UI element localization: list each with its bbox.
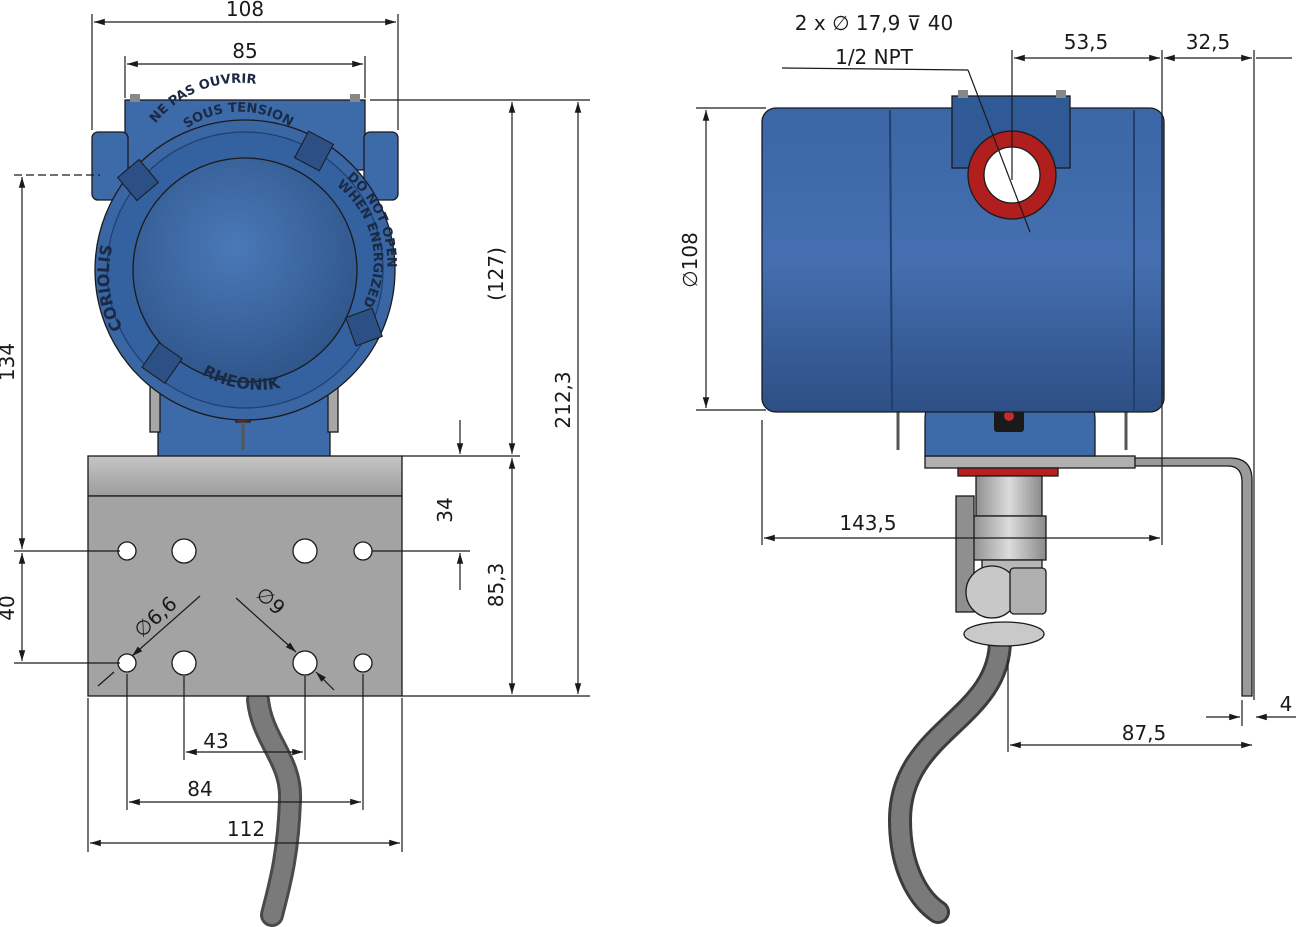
dim-npt: 1/2 NPT xyxy=(835,45,914,69)
hole xyxy=(117,653,137,673)
dim-thread-spec: 2 x ∅ 17,9 ⊽ 40 xyxy=(795,11,953,35)
mounting-bracket-plate xyxy=(87,495,403,697)
cover-window xyxy=(132,157,358,383)
dim-143-5: 143,5 xyxy=(839,511,896,535)
side-view xyxy=(761,90,1253,924)
front-dimensions: 108 85 (127) 212,3 85,3 134 40 34 ∅6,6 ∅… xyxy=(0,0,590,852)
cable-gland xyxy=(963,621,1045,647)
mounting-bracket-top xyxy=(87,455,403,497)
hole xyxy=(353,653,373,673)
dim-87-5: 87,5 xyxy=(1122,721,1167,745)
hole xyxy=(171,538,197,564)
dim-85-3: 85,3 xyxy=(484,563,508,608)
dim-212: 212,3 xyxy=(551,371,575,428)
bracket-holes xyxy=(117,538,373,676)
dim-108-front: 108 xyxy=(226,0,264,21)
hole xyxy=(117,541,137,561)
dim-84: 84 xyxy=(187,777,212,801)
hole xyxy=(171,650,197,676)
dim-40: 40 xyxy=(0,595,19,620)
dim-d108: ∅108 xyxy=(678,232,702,288)
dim-85: 85 xyxy=(232,39,257,63)
dim-43: 43 xyxy=(203,729,228,753)
hole xyxy=(292,650,318,676)
side-dimensions: 2 x ∅ 17,9 ⊽ 40 1/2 NPT 53,5 32,5 ∅108 1… xyxy=(678,11,1296,752)
dim-32-5: 32,5 xyxy=(1186,30,1231,54)
dim-127: (127) xyxy=(484,247,508,301)
front-view: NE PAS OUVRIR SOUS TENSION DO NOT OPEN W… xyxy=(87,72,403,927)
dim-53-5: 53,5 xyxy=(1064,30,1109,54)
hole xyxy=(353,541,373,561)
dim-34: 34 xyxy=(433,497,457,522)
dim-4: 4 xyxy=(1280,692,1293,716)
nut-upper xyxy=(975,475,1043,517)
dim-134: 134 xyxy=(0,343,19,381)
dim-112: 112 xyxy=(227,817,265,841)
hole xyxy=(292,538,318,564)
side-bracket xyxy=(1129,457,1253,697)
